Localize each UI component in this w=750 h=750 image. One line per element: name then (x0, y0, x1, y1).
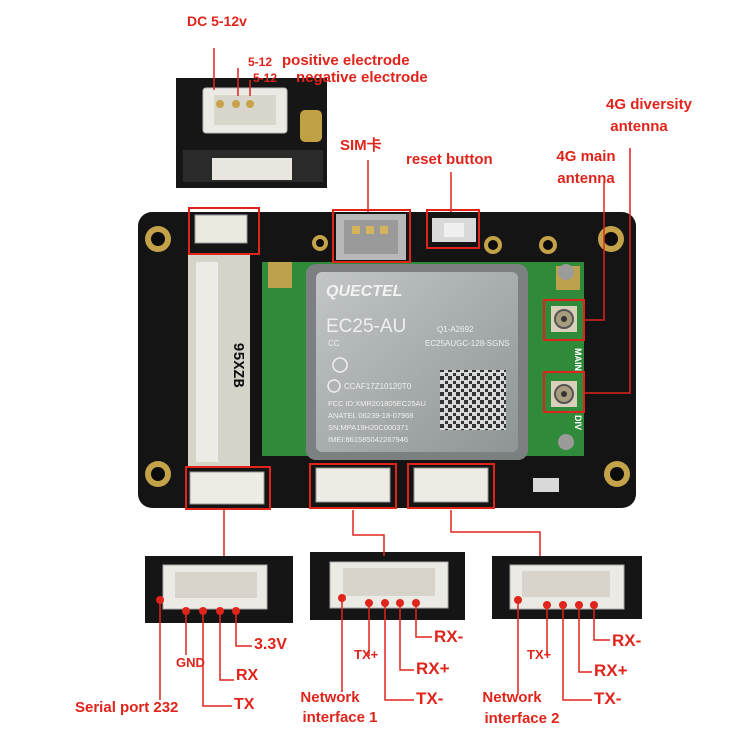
serial-connector (189, 471, 265, 505)
module-fcc: FCC ID:XMR201805EC25AU (328, 399, 426, 408)
qr-code (440, 370, 506, 430)
net2-rxm-label: RX- (612, 631, 642, 650)
silk-main: MAIN (573, 348, 583, 371)
tx-label: TX (234, 696, 255, 713)
net2-txm-label: TX- (594, 689, 622, 708)
gnd-label: GND (176, 655, 205, 670)
module-imei: IMEI:861585042267946 (328, 435, 408, 444)
mini-pcie-slot: 95XZB (188, 255, 250, 467)
mounting-hole (145, 226, 630, 487)
silk-div: DIV (573, 415, 583, 430)
net1-rxp-label: RX+ (416, 659, 450, 678)
module-variant: EC25AUGC-128-SGNS (425, 339, 509, 348)
main-board: 95XZB MAIN DIV QUECTEL EC25-AU CC Q1-A2 (138, 212, 636, 508)
module-cc: CC (328, 339, 340, 348)
module-model: EC25-AU (326, 316, 406, 337)
negative-electrode-label: negative electrode (296, 69, 428, 86)
net2-rxp-label: RX+ (594, 661, 628, 680)
negative-number: 5-12 (253, 71, 278, 85)
net2-txp-label: TX+ (527, 647, 552, 662)
u-fl-div-connector (551, 381, 577, 407)
positive-number: 5-12 (248, 55, 273, 69)
module-ccaf: CCAF17Z10120T0 (344, 382, 412, 391)
diversity-antenna-label-line2: antenna (610, 118, 668, 135)
net1-label-line2: interface 1 (302, 709, 378, 726)
net1-rxm-label: RX- (434, 627, 464, 646)
net1-inset (310, 552, 465, 620)
slot-label: 95XZB (229, 342, 246, 387)
positive-electrode-label: positive electrode (282, 52, 410, 69)
highlight-boxes (185, 207, 585, 510)
module-sn: SN:MPA19H20C000371 (328, 423, 409, 432)
reset-button-label: reset button (406, 151, 493, 168)
module-brand: QUECTEL (326, 283, 402, 300)
sim-label: SIM卡 (340, 137, 382, 154)
rx-label: RX (236, 667, 259, 684)
v33-label: 3.3V (254, 636, 287, 653)
net1-txm-label: TX- (416, 689, 444, 708)
ec25-module: QUECTEL EC25-AU CC Q1-A2692 EC25AUGC-128… (306, 264, 528, 460)
net1-label-line1: Network (300, 689, 360, 706)
module-part: Q1-A2692 (437, 325, 474, 334)
power-connector (194, 214, 248, 244)
module-anatel: ANATEL 06239-18-07968 (328, 411, 413, 420)
diversity-antenna-label-line1: 4G diversity (606, 96, 692, 113)
dc-input-label: DC 5-12v (187, 13, 247, 29)
net1-txp-label: TX+ (354, 647, 379, 662)
main-antenna-label-line2: antenna (557, 170, 615, 187)
net2-connector (413, 467, 489, 503)
reset-switch (432, 218, 476, 242)
net2-inset (492, 556, 642, 619)
power-inset (176, 78, 327, 188)
main-antenna-label-line1: 4G main (556, 148, 616, 165)
net2-label-line2: interface 2 (484, 710, 560, 727)
sim-slot (336, 214, 406, 260)
leader-lines (159, 48, 631, 707)
serial-port-label: Serial port 232 (75, 699, 179, 716)
net1-connector (315, 467, 391, 503)
net2-label-line1: Network (482, 689, 542, 706)
serial-inset (145, 556, 293, 623)
u-fl-main-connector (551, 306, 577, 332)
